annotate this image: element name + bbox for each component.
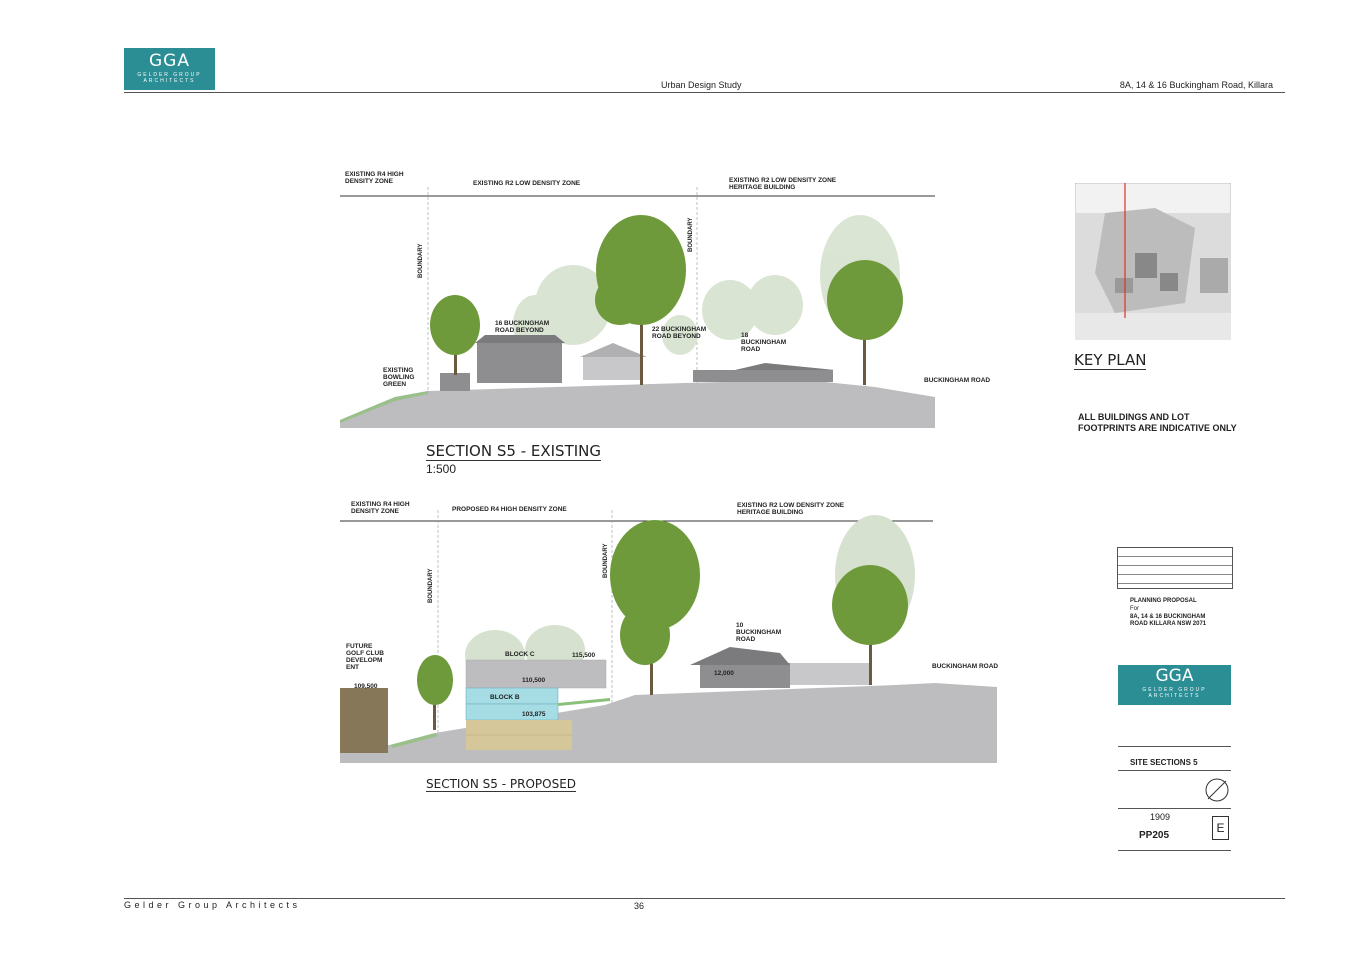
label-future-golf-club: FUTURE GOLF CLUB DEVELOPM ENT xyxy=(346,643,384,671)
label-18-buckingham: 18 BUCKINGHAM ROAD xyxy=(741,332,787,353)
contact-details xyxy=(1118,712,1231,747)
golf-club-block xyxy=(340,688,388,753)
titleblock-rule xyxy=(1118,850,1231,851)
grass-slope xyxy=(340,391,428,423)
drawing-title: SITE SECTIONS 5 xyxy=(1130,758,1198,767)
ground-existing xyxy=(340,380,935,428)
building-18 xyxy=(693,370,833,382)
tree xyxy=(430,295,480,375)
rl-110500: 110,500 xyxy=(522,677,546,684)
rl-12000: 12,000 xyxy=(714,670,734,677)
tree xyxy=(832,565,908,685)
boundary-label: BOUNDARY xyxy=(418,243,424,278)
logo-subtext: GELDER GROUP ARCHITECTS xyxy=(137,72,202,84)
building-10 xyxy=(700,663,790,688)
building xyxy=(440,373,470,391)
gga-logo: GGA GELDER GROUP ARCHITECTS xyxy=(124,48,215,90)
block-c xyxy=(465,659,607,689)
titleblock-logo-subtext: GELDER GROUP ARCHITECTS xyxy=(1142,687,1207,699)
zone-label-r4: EXISTING R4 HIGH DENSITY ZONE xyxy=(351,501,410,515)
boundary-label: BOUNDARY xyxy=(603,543,609,578)
label-bowling-green: EXISTING BOWLING GREEN xyxy=(383,367,415,388)
for-label: For xyxy=(1130,606,1139,612)
zone-label-r2: EXISTING R2 LOW DENSITY ZONE xyxy=(473,180,581,187)
zone-label-r2-heritage: EXISTING R2 LOW DENSITY ZONE HERITAGE BU… xyxy=(737,502,845,516)
rl-103875: 103,875 xyxy=(522,711,546,718)
section-proposed-title: SECTION S5 - PROPOSED xyxy=(426,777,577,792)
boundary-label: BOUNDARY xyxy=(428,568,434,603)
tree xyxy=(827,260,903,385)
rl-115500: 115,500 xyxy=(572,652,596,659)
titleblock-logo-text: GGA xyxy=(1155,666,1194,686)
indicative-note: ALL BUILDINGS AND LOT FOOTPRINTS ARE IND… xyxy=(1078,412,1237,433)
page-number: 36 xyxy=(634,901,645,911)
north-arrow-icon xyxy=(1205,778,1229,802)
key-plan-map xyxy=(1075,183,1231,340)
header-rule xyxy=(124,92,1285,93)
project-address-block: 8A, 14 & 16 BUCKINGHAM ROAD KILLARA NSW … xyxy=(1130,614,1207,627)
project-label: PLANNING PROPOSAL xyxy=(1130,598,1197,604)
zone-label-r4: EXISTING R4 HIGH DENSITY ZONE xyxy=(345,171,404,185)
logo-text: GGA xyxy=(149,51,190,71)
study-title: Urban Design Study xyxy=(661,80,742,90)
section-existing-scale: 1:500 xyxy=(426,462,457,476)
section-existing-title: SECTION S5 - EXISTING xyxy=(426,442,601,461)
label-22-buckingham: 22 BUCKINGHAM ROAD BEYOND xyxy=(652,326,707,340)
zone-label-r2-heritage: EXISTING R2 LOW DENSITY ZONE HERITAGE BU… xyxy=(729,177,837,191)
drawing-number: PP205 xyxy=(1139,830,1170,841)
revision-letter: E xyxy=(1212,816,1229,840)
project-number: 1909 xyxy=(1150,812,1171,822)
titleblock-rule xyxy=(1118,770,1231,771)
section-existing-drawing xyxy=(340,187,935,428)
label-block-b: BLOCK B xyxy=(490,694,520,701)
label-16-buckingham: 16 BUCKINGHAM ROAD BEYOND xyxy=(495,320,550,334)
project-address: 8A, 14 & 16 Buckingham Road, Killara xyxy=(1119,80,1273,90)
rl-109500: 109,500 xyxy=(354,683,378,690)
firm-name: Gelder Group Architects xyxy=(124,900,301,910)
tree xyxy=(595,215,686,385)
boundary-label: BOUNDARY xyxy=(688,217,694,252)
label-10-buckingham: 10 BUCKINGHAM ROAD xyxy=(736,622,782,643)
label-buckingham-road: BUCKINGHAM ROAD xyxy=(932,663,999,670)
titleblock-rule xyxy=(1118,808,1231,809)
label-block-c: BLOCK C xyxy=(505,651,535,658)
building-16 xyxy=(477,343,562,383)
label-buckingham-road: BUCKINGHAM ROAD xyxy=(924,377,991,384)
key-plan-title: KEY PLAN xyxy=(1074,351,1147,370)
footer-rule xyxy=(124,898,1285,899)
zone-label-proposed-r4: PROPOSED R4 HIGH DENSITY ZONE xyxy=(452,506,567,513)
tree xyxy=(417,655,453,730)
building-22 xyxy=(583,355,643,380)
section-proposed-drawing xyxy=(340,510,997,763)
titleblock-logo: GGA GELDER GROUP ARCHITECTS xyxy=(1118,665,1231,705)
revision-table xyxy=(1117,547,1233,589)
tree xyxy=(610,520,700,695)
